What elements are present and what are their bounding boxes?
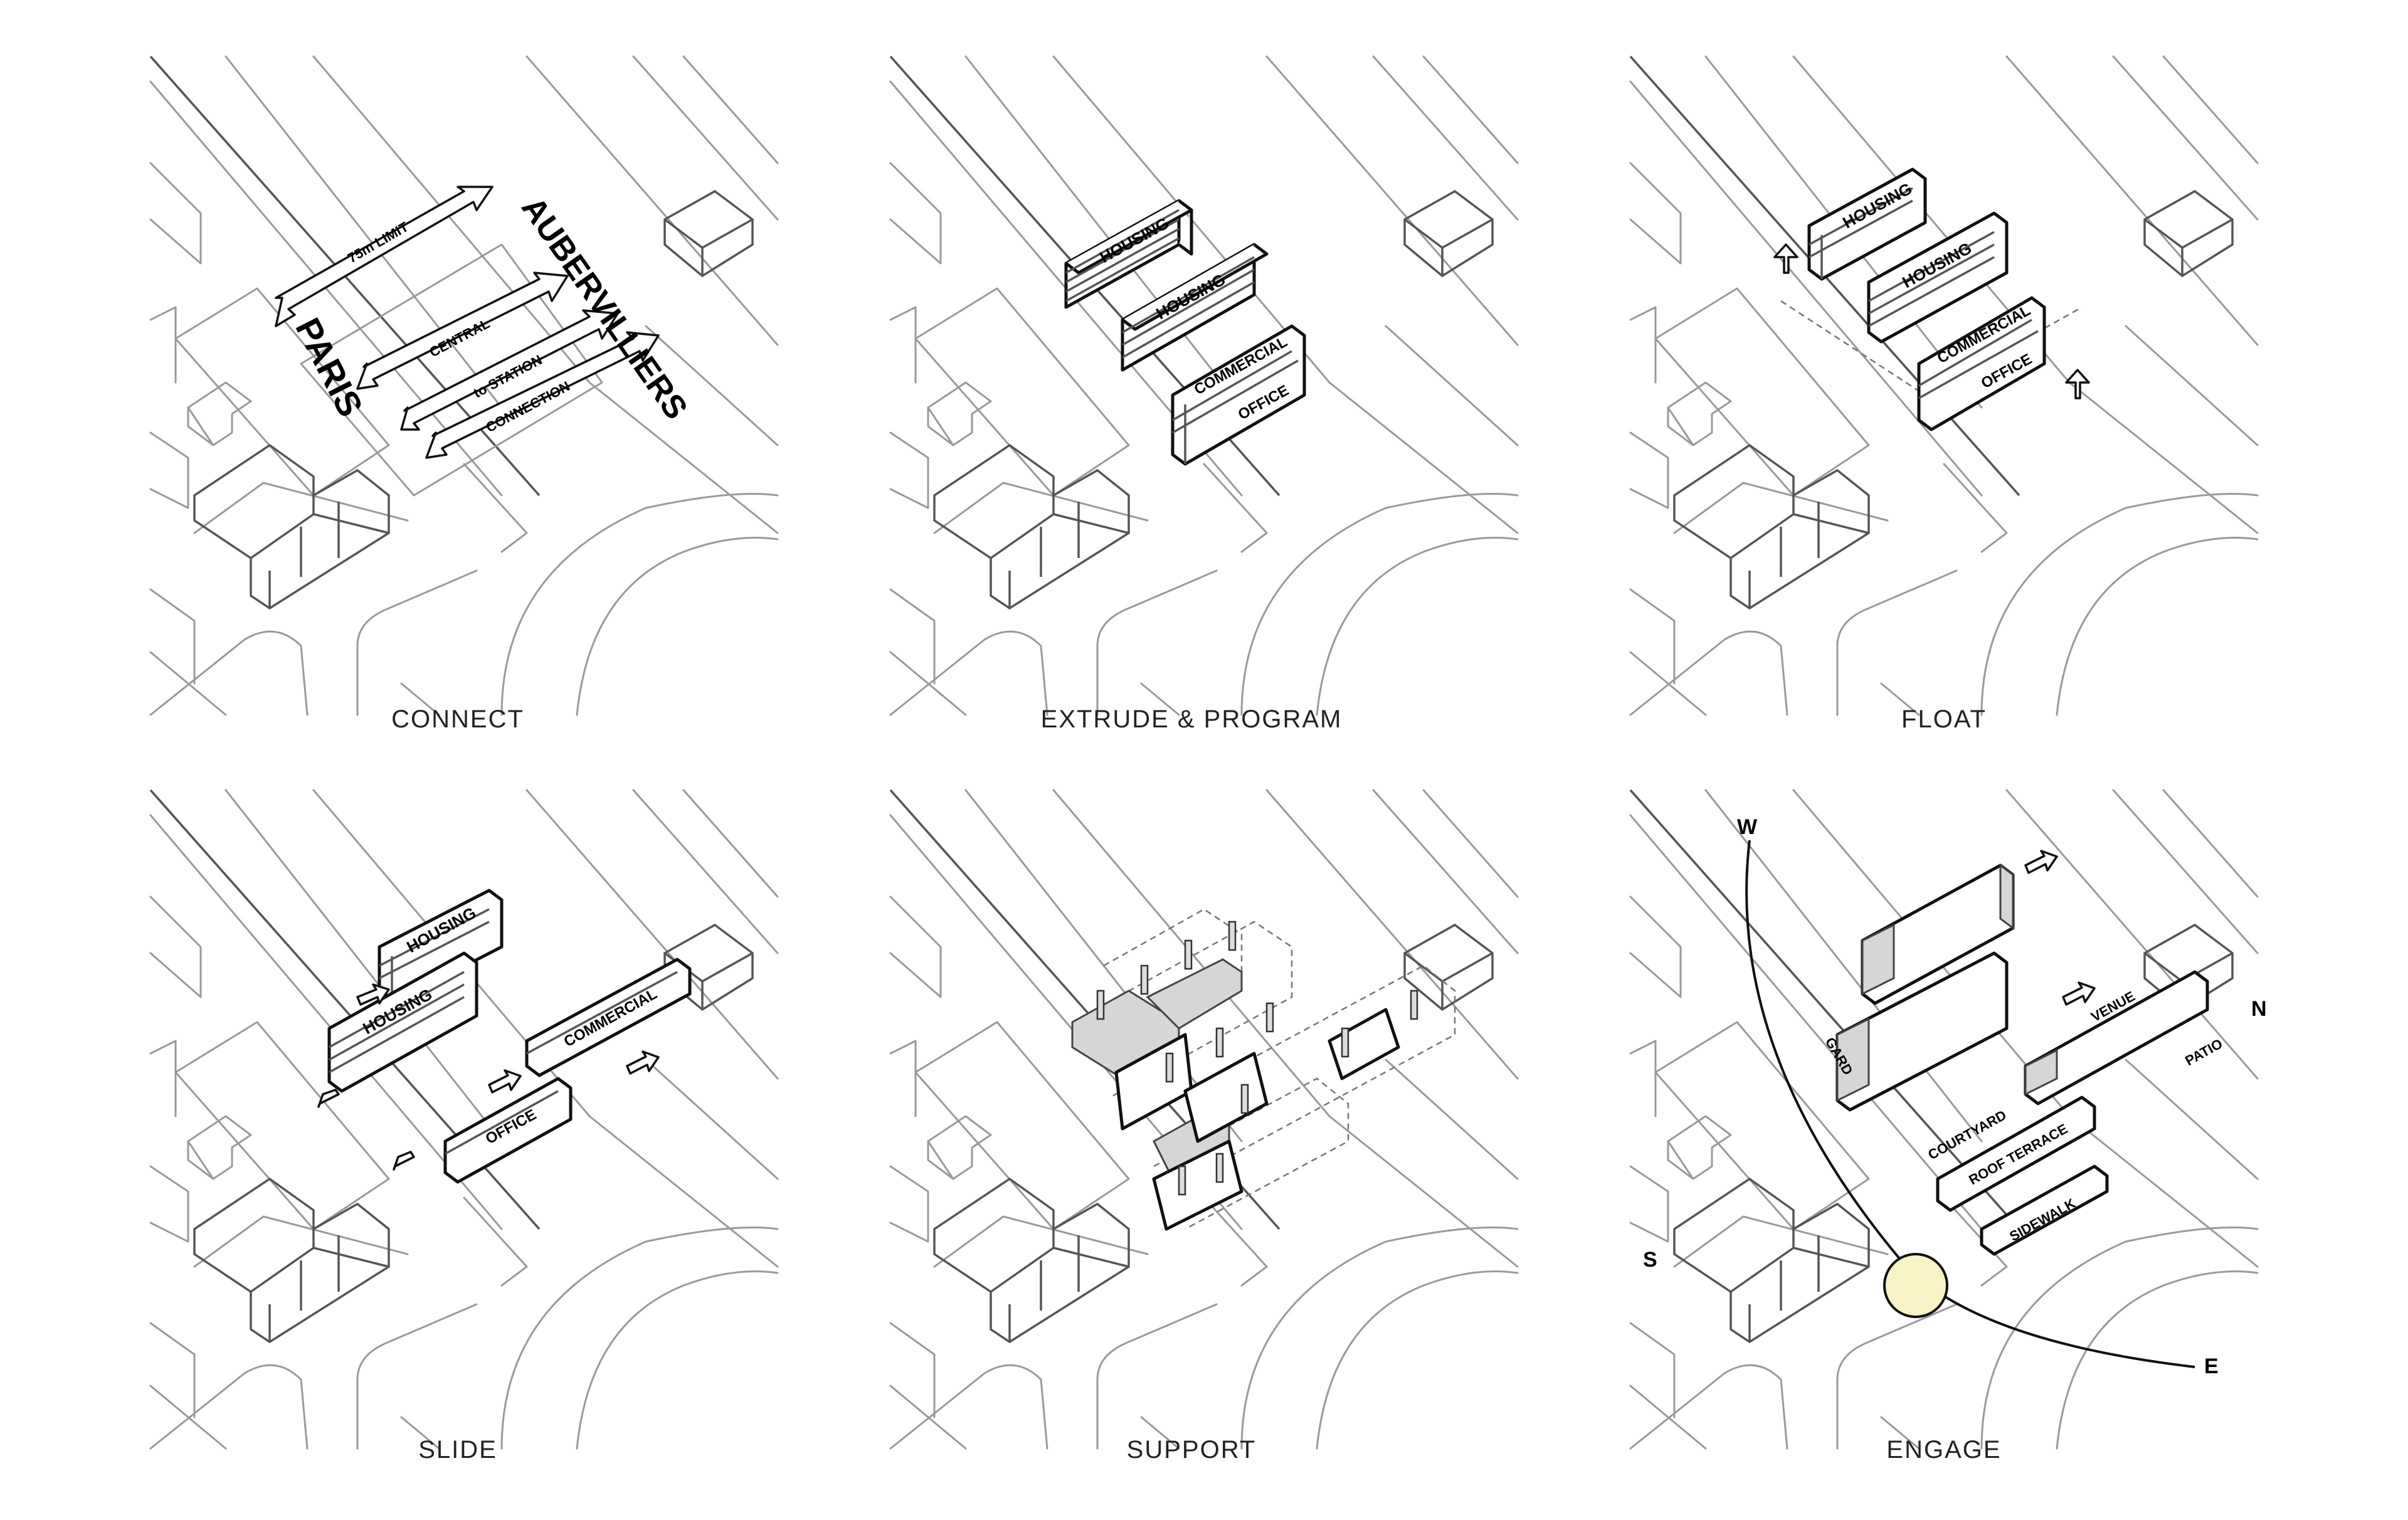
float-up-arrow-right [2065, 369, 2090, 399]
slide-arrows [317, 983, 660, 1171]
label-paris: PARIS [288, 312, 371, 423]
caption-slide: SLIDE [418, 1436, 497, 1464]
compass-w: W [1737, 815, 1758, 839]
caption-support: SUPPORT [1126, 1436, 1257, 1464]
block-housing-float-2: HOUSING [1867, 211, 2009, 344]
panel-extrude: HOUSING HOUSING COMMERCIAL OFFICE [889, 55, 1519, 716]
block-housing-2: HOUSING [1121, 243, 1269, 372]
engage-middle-block: GARD [1822, 951, 2009, 1112]
engage-lower-block: COURTYARD ROOF TERRACE SIDEWALK [1925, 1095, 2109, 1256]
caption-engage: ENGAGE [1886, 1436, 2002, 1464]
engage-upper-block [1861, 863, 2015, 1005]
compass-e: E [2204, 1354, 2219, 1378]
float-up-arrow-left [1773, 243, 1798, 274]
compass-s: S [1643, 1248, 1657, 1272]
engage-venue-block: VENUE PATIO [2024, 970, 2225, 1106]
panel-slide: HOUSING HOUSING COMMERCIAL OFFICE [149, 789, 779, 1450]
panel-connect: PARIS AUBERVILLIERS 75m LIMIT CENTRAL to… [149, 55, 779, 716]
block-office-slide: OFFICE [443, 1077, 573, 1184]
block-commercial-float: COMMERCIAL OFFICE [1917, 296, 2046, 431]
sun-path [1745, 840, 2195, 1368]
label-patio: PATIO [2182, 1035, 2225, 1069]
panel-support [889, 789, 1519, 1450]
sun [1883, 1253, 1948, 1318]
support-pillars [1096, 921, 1418, 1196]
block-commercial-office: COMMERCIAL OFFICE [1171, 324, 1306, 466]
support-core-2 [1146, 958, 1243, 1030]
block-commercial-slide: COMMERCIAL [525, 958, 692, 1077]
compass-n: N [2251, 997, 2267, 1021]
caption-extrude: EXTRUDE & PROGRAM [1040, 705, 1343, 733]
caption-connect: CONNECT [391, 705, 524, 733]
panel-engage: W N S E GARD VENUE PATIO COURTYARD ROOF … [1629, 789, 2267, 1450]
panel-float: HOUSING HOUSING COMMERCIAL OFFICE [1629, 55, 2259, 716]
caption-float: FLOAT [1901, 705, 1987, 733]
